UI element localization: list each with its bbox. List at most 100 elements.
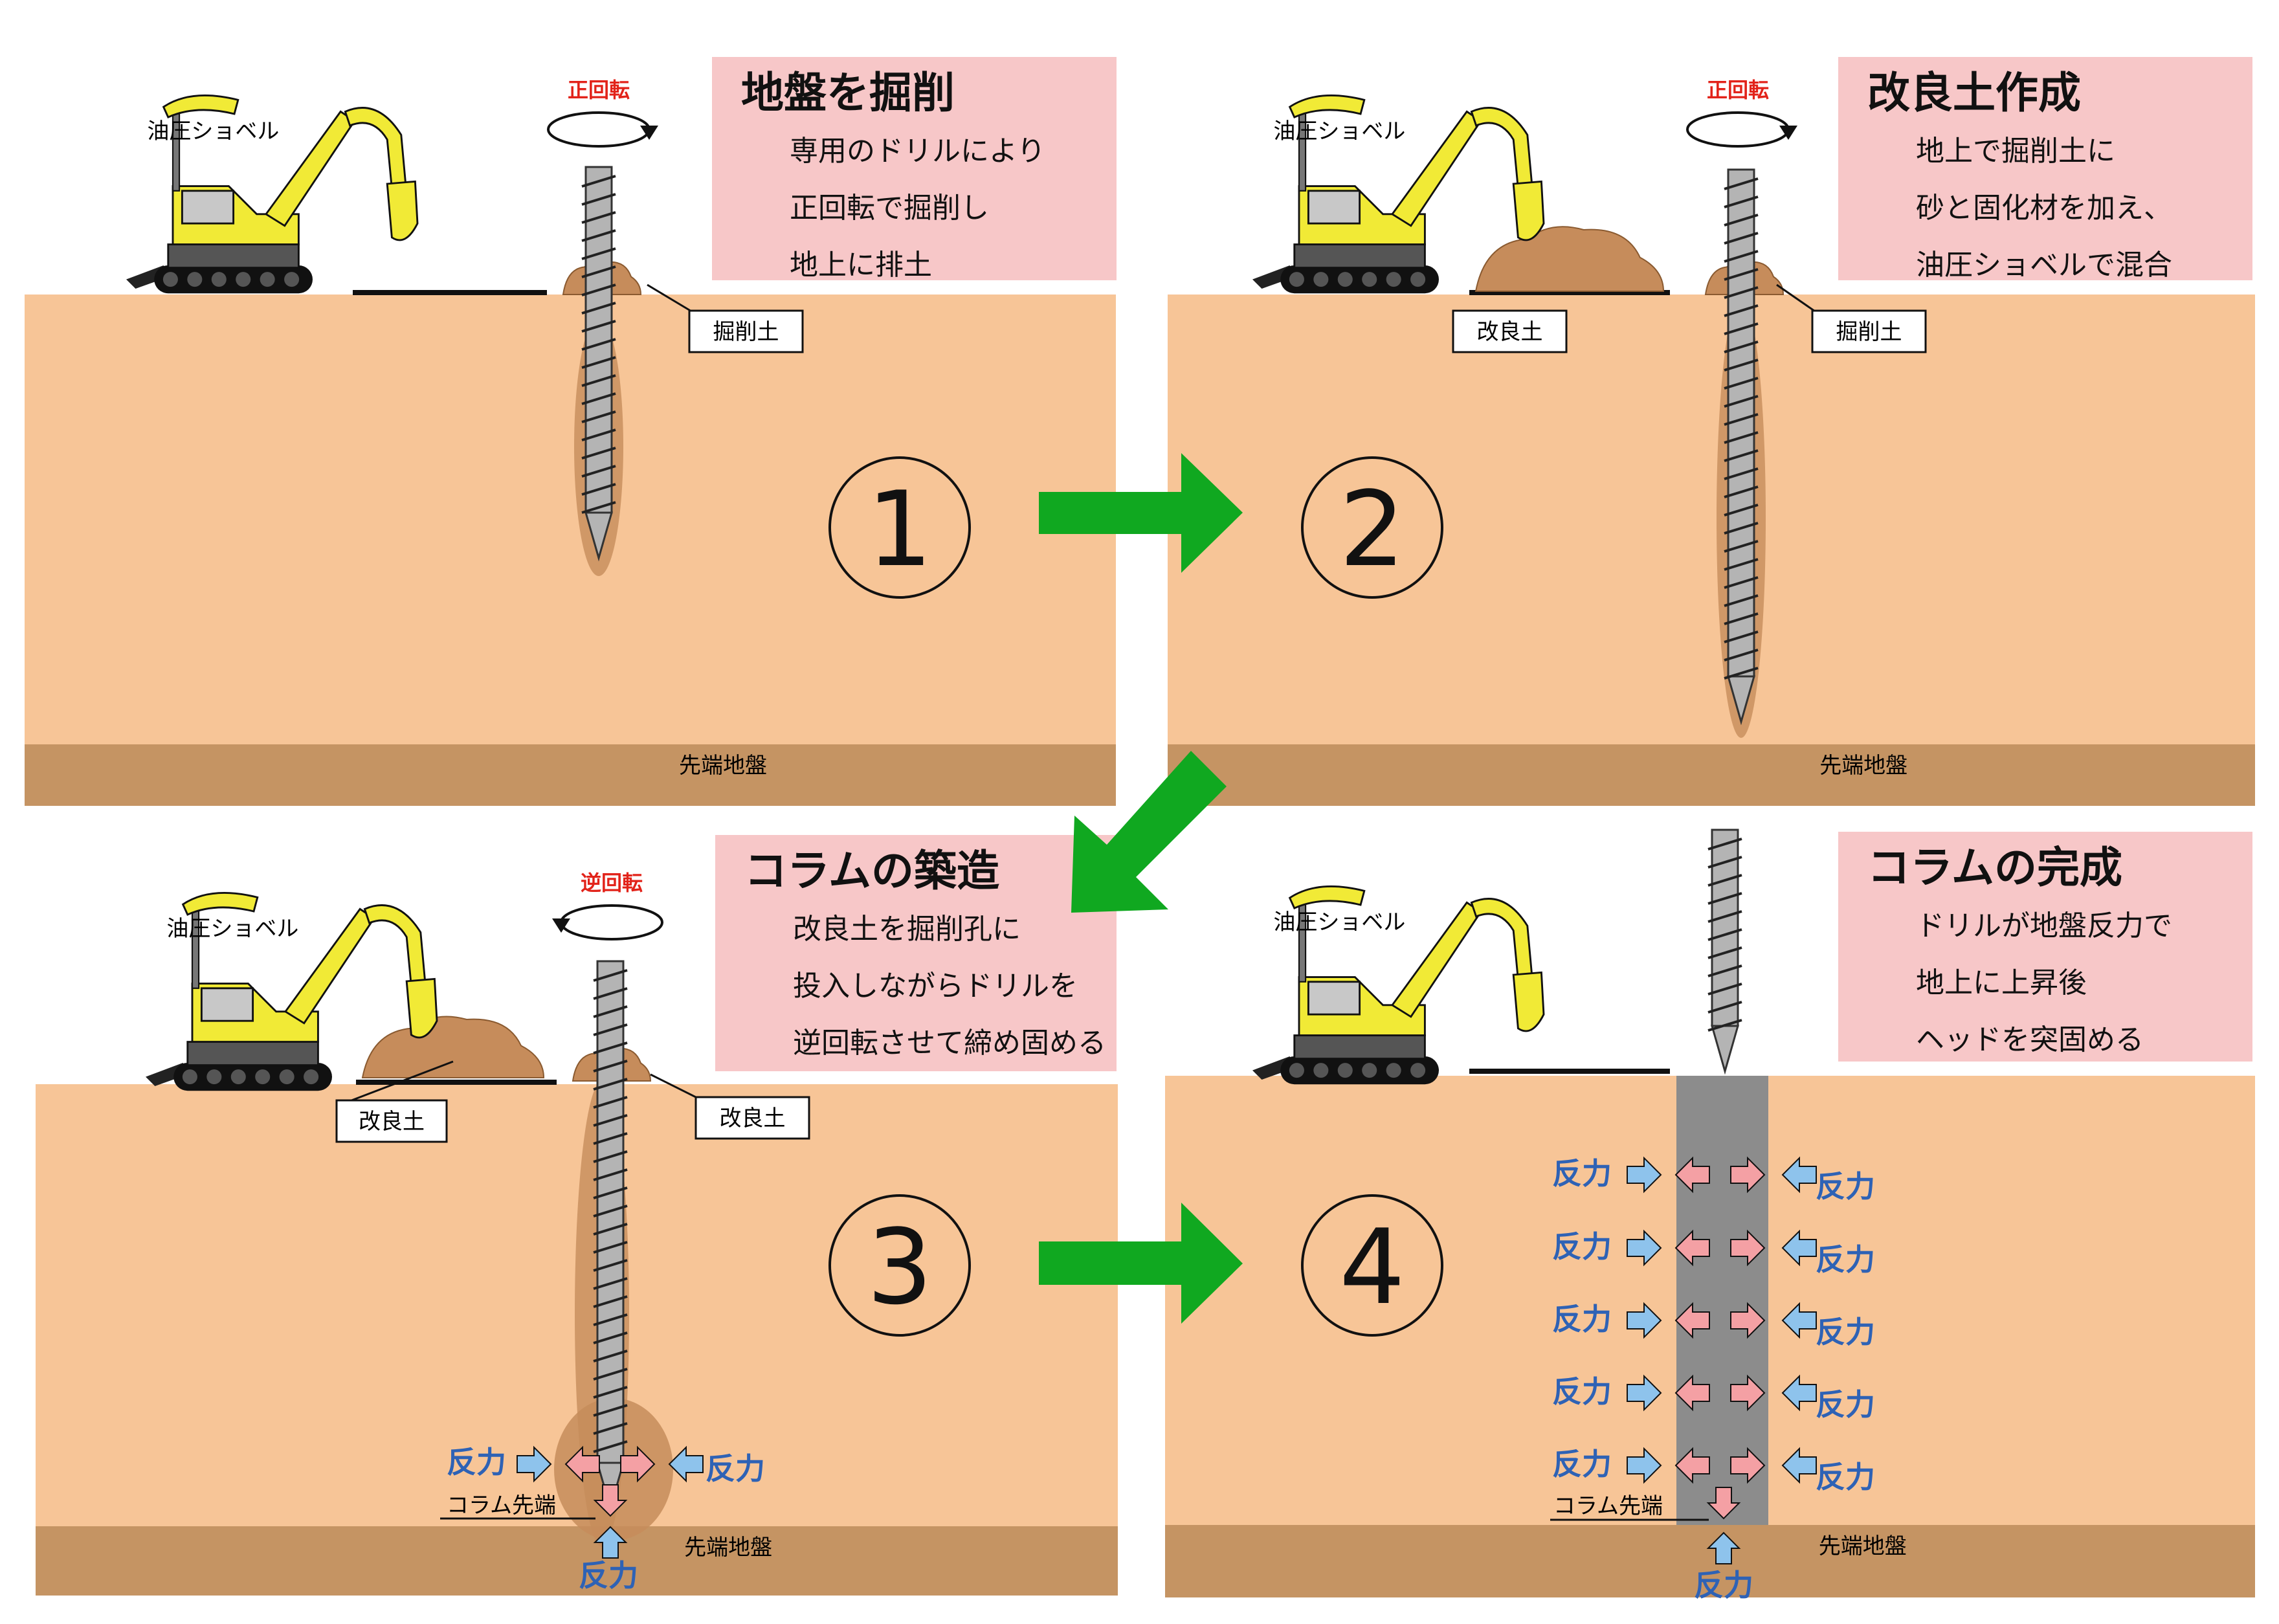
reaction-label: 反力: [1816, 1387, 1875, 1422]
excavator-canopy: [181, 892, 259, 916]
track-wheel: [1386, 272, 1401, 287]
excavator-boom: [1390, 901, 1482, 1018]
thread-line: [593, 969, 628, 982]
track-wheel: [260, 272, 275, 287]
step-line: 改良土を掘削孔に: [793, 913, 1021, 946]
thread-line: [1724, 232, 1759, 245]
column-tip-label: コラム先端: [447, 1493, 556, 1518]
excavator-label: 油圧ショベル: [1273, 118, 1405, 144]
thread-line: [1707, 928, 1742, 941]
track-wheel: [1289, 272, 1304, 287]
excavator-base: [1293, 243, 1426, 269]
thread-line: [1724, 395, 1759, 408]
reaction-arrow-icon: [1627, 1156, 1662, 1194]
soil-panel-4: 先端地盤油圧ショベルコラムの完成ドリルが地盤反力で地上に上昇後ヘッドを突固める④…: [1165, 829, 2255, 1603]
reaction-label: 反力: [1552, 1156, 1612, 1191]
callout-improved_soil: 改良土: [335, 1060, 454, 1143]
thread-line: [593, 1096, 628, 1109]
callout-box: [688, 309, 804, 353]
thread-line: [593, 1422, 628, 1435]
excavator-icon: 油圧ショベル: [1252, 95, 1545, 294]
drill-tip: [1711, 1025, 1739, 1075]
bearing-layer: [1165, 1525, 2255, 1597]
reaction-arrow-icon: [1627, 1229, 1662, 1267]
drill: [581, 166, 616, 562]
bearing-layer: [1168, 744, 2255, 806]
thread-line: [593, 1313, 628, 1326]
description-box: [1838, 832, 2252, 1062]
track-wheel: [187, 272, 203, 287]
step-line: 地上で掘削土に: [1916, 135, 2115, 168]
callout-box: [1811, 309, 1927, 353]
thread-line: [593, 1150, 628, 1163]
pressure-arrow-icon: [1674, 1374, 1710, 1412]
track-wheel: [236, 272, 251, 287]
reaction-arrow-icon: [1781, 1374, 1817, 1412]
track-wheel: [304, 1069, 319, 1085]
bearing-layer-label: 先端地盤: [1819, 753, 1907, 779]
improved-soil-mound: [361, 1016, 545, 1078]
thread-line: [1724, 576, 1759, 589]
excavator-canopy: [162, 95, 239, 118]
drill-tip: [1727, 675, 1755, 726]
step-title: 地盤を掘削: [741, 68, 955, 118]
thread-line: [1724, 359, 1759, 372]
soil-layer: [25, 295, 1116, 806]
thread-line: [581, 211, 616, 224]
rotation-arrow-icon: [1686, 111, 1790, 148]
track-wheel: [255, 1069, 271, 1085]
pressure-arrow-icon: [1730, 1447, 1766, 1484]
excavator-bucket: [405, 977, 438, 1039]
thread-line: [1724, 522, 1759, 535]
thread-line: [1724, 286, 1759, 299]
pressure-arrow-icon: [1674, 1229, 1710, 1267]
step-line: 地上に排土: [790, 249, 932, 282]
reaction-label: 反力: [1816, 1242, 1875, 1277]
pressure-arrow-icon: [1674, 1302, 1710, 1339]
thread-line: [1707, 910, 1742, 923]
soil-panel-2: 先端地盤正回転油圧ショベル改良土掘削土改良土作成地上で掘削土に砂と固化材を加え、…: [1168, 57, 2255, 806]
thread-line: [593, 1060, 628, 1073]
reaction-label: 反力: [447, 1445, 506, 1480]
excavator-icon: 油圧ショベル: [1252, 885, 1545, 1085]
track-wheel: [1337, 272, 1353, 287]
step-line: 投入しながらドリルを: [793, 970, 1078, 1003]
excavator-base: [1293, 1034, 1426, 1060]
thread-line: [581, 338, 616, 351]
thread-line: [581, 356, 616, 369]
thread-line: [593, 1078, 628, 1091]
excavator-canopy: [1288, 885, 1366, 909]
thread-line: [1724, 558, 1759, 571]
excavator-boom: [1390, 110, 1482, 227]
track-wheel: [211, 272, 227, 287]
thread-line: [593, 1241, 628, 1254]
thread-line: [593, 1368, 628, 1381]
thread-line: [581, 229, 616, 242]
thread-line: [1724, 322, 1759, 335]
thread-line: [593, 1023, 628, 1036]
callout-excavated_soil: 掘削土: [1776, 284, 1927, 353]
reaction-label: 反力: [1552, 1302, 1612, 1337]
excavator-label: 油圧ショベル: [1273, 909, 1405, 935]
thread-line: [1724, 667, 1759, 680]
callout-text: 掘削土: [1836, 319, 1902, 345]
track-wheel: [1313, 1063, 1329, 1078]
pressure-arrow-icon: [1730, 1229, 1766, 1267]
reaction-arrow-icon: [1706, 1531, 1741, 1564]
drill: [1724, 168, 1759, 726]
thread-line: [593, 1277, 628, 1290]
thread-line: [1707, 1019, 1742, 1032]
bearing-layer-label: 先端地盤: [679, 753, 767, 779]
excavator-arm: [344, 107, 407, 190]
callout-box: [695, 1096, 810, 1140]
thread-line: [581, 175, 616, 188]
thread-line: [1707, 892, 1742, 905]
thread-line: [1724, 449, 1759, 462]
description-box: [715, 835, 1117, 1071]
reaction-label: 反力: [1816, 1169, 1875, 1204]
thread-line: [593, 1114, 628, 1127]
thread-line: [1707, 874, 1742, 887]
thread-line: [581, 483, 616, 496]
thread-line: [593, 1041, 628, 1054]
